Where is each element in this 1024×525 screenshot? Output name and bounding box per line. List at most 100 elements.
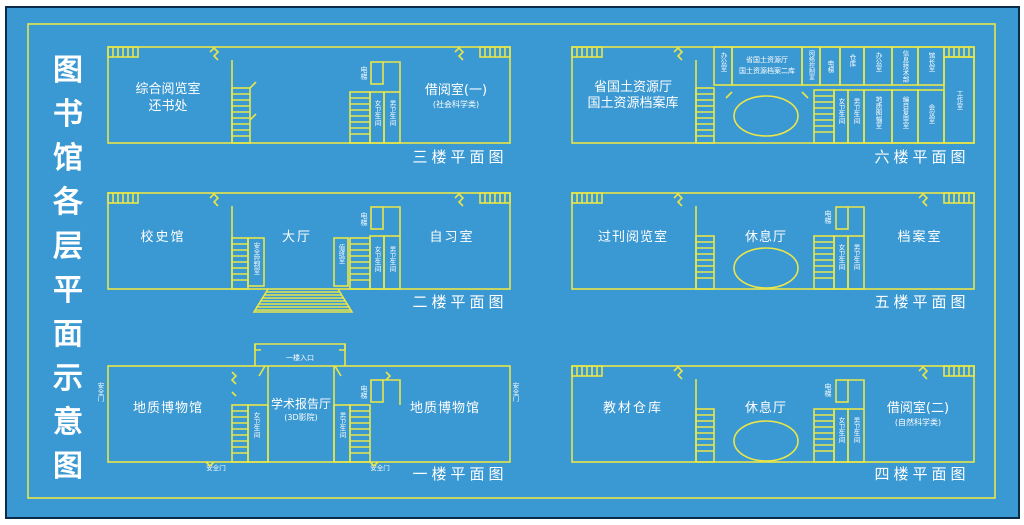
elevator-label: 电梯 — [360, 384, 368, 400]
wc-female-label: 女卫生间 — [837, 243, 845, 271]
staircase — [231, 87, 251, 144]
exit-bottom-left-label: 安全门 — [206, 463, 226, 472]
floor-outline — [571, 192, 975, 290]
elevator-label: 电梯 — [360, 65, 368, 81]
floor-caption: 四楼平面图 — [874, 465, 969, 483]
wc-male-label: 男卫生间 — [852, 98, 860, 126]
floor-outline — [571, 365, 975, 463]
room-network: 网络控制室 — [808, 50, 815, 80]
room-meeting: 会议室 — [927, 103, 935, 124]
staircase — [695, 87, 715, 144]
wc-female-label: 女卫生间 — [837, 416, 845, 445]
room-report: 学术报告厅 — [271, 396, 331, 411]
security-room — [247, 237, 265, 287]
title-char: 图 — [53, 449, 83, 484]
title-char: 平 — [53, 273, 83, 308]
floor-3-plan: 电梯 女卫生间 男卫生间 综合阅览室 还书处 借阅室(一) (社会科学类) 三楼… — [107, 46, 511, 166]
wc-male — [383, 235, 401, 290]
inner-frame — [27, 23, 996, 499]
floor-outline — [107, 365, 511, 463]
wc-male-label: 男卫生间 — [338, 412, 346, 440]
vertical-title: 图 书 馆 各 层 平 面 示 意 图 — [52, 53, 84, 484]
entrance-label: 一楼入口 — [286, 353, 314, 362]
title-char: 图 — [53, 53, 83, 88]
title-char: 馆 — [53, 141, 83, 176]
room-return: 还书处 — [148, 99, 187, 114]
room-lending-sub: (社会科学类) — [433, 99, 479, 109]
room-archive2-b: 国土资源档案二库 — [739, 66, 795, 75]
wc-male-label: 男卫生间 — [388, 100, 396, 128]
room-report-sub: (3D影院) — [284, 412, 318, 422]
floor-5-plan: 电梯 女卫生间 男卫生间 过刊阅览室 休息厅 档案室 五楼平面图 — [571, 192, 975, 311]
exit-right-label: 安全门 — [511, 381, 519, 403]
room-archive-a: 省国土资源厅 — [594, 80, 672, 95]
atrium-oval — [733, 247, 799, 289]
elevator-label: 电梯 — [826, 59, 834, 75]
wc-male-label: 男卫生间 — [852, 417, 860, 445]
room-lounge: 休息厅 — [745, 400, 787, 416]
floor-outline — [107, 192, 511, 290]
elevator-label: 电梯 — [824, 382, 832, 398]
floor-2-plan: 安全控制室 值班室 电梯 女卫生间 男卫生间 校史馆 大厅 自习室 二楼平面图 — [107, 192, 511, 313]
floor-caption: 五楼平面图 — [874, 293, 969, 311]
floor-1-plan: 一楼入口 电梯 女卫生间 男卫生间 安全门 安全门 安全门 安全门 地质博物馆 … — [96, 343, 519, 483]
elevator-shaft — [835, 379, 849, 403]
duty-room — [333, 237, 349, 287]
room-duty: 值班室 — [337, 243, 345, 264]
staircase — [349, 404, 371, 463]
wc-male — [383, 91, 401, 144]
room-geo-map: 地质图幅室 — [874, 95, 882, 129]
wc-male — [847, 235, 865, 290]
elevator-shaft — [370, 379, 384, 403]
floor-caption: 三楼平面图 — [412, 148, 507, 166]
staircase — [695, 408, 715, 463]
room-museum-right: 地质博物馆 — [410, 401, 480, 416]
title-char: 示 — [53, 361, 83, 396]
title-char: 各 — [52, 185, 84, 220]
room-info: 信息技术部 — [901, 49, 909, 84]
room-textbook: 教材仓库 — [603, 400, 663, 416]
room-hall: 大厅 — [282, 230, 312, 245]
elevator-shaft — [370, 61, 384, 85]
wc-male-label: 男卫生间 — [388, 246, 396, 273]
room-archive: 档案室 — [897, 229, 942, 245]
elevator-label: 电梯 — [824, 209, 832, 225]
room-work: 工作室 — [955, 90, 963, 110]
room-edit: 编目复审室 — [901, 95, 909, 129]
room-office2: 办公室 — [874, 51, 882, 72]
staircase — [695, 235, 715, 290]
wc-female — [247, 404, 269, 463]
atrium-oval — [733, 95, 799, 137]
room-lounge: 休息厅 — [745, 229, 787, 245]
meeting-room — [917, 89, 945, 144]
room-storage: 仓库 — [848, 53, 856, 69]
floor-caption: 一楼平面图 — [412, 465, 507, 483]
title-char: 层 — [53, 229, 83, 264]
floor-outline — [107, 46, 511, 144]
room-periodical: 过刊阅览室 — [598, 229, 668, 245]
room-archive-b: 国土资源档案库 — [587, 95, 678, 111]
room-history: 校史馆 — [140, 229, 185, 245]
wc-male-label: 男卫生间 — [852, 244, 860, 271]
exit-bottom-right-label: 安全门 — [370, 463, 390, 472]
floor-6-plan: 办公室 省国土资源厅 国土资源档案二库 网络控制室 电梯 仓库 办公室 信息技术… — [571, 46, 975, 166]
floor-caption: 六楼平面图 — [874, 148, 969, 166]
room-reading: 综合阅览室 — [135, 81, 200, 97]
wc-female-label: 女卫生间 — [373, 99, 381, 128]
exit-left-label: 安全门 — [96, 381, 104, 403]
wc-female-label: 女卫生间 — [837, 97, 845, 126]
elevator-label: 电梯 — [360, 211, 368, 227]
title-char: 意 — [53, 405, 83, 440]
elevator-shaft — [370, 206, 384, 230]
room-security: 安全控制室 — [252, 241, 260, 275]
floor-caption: 二楼平面图 — [412, 293, 507, 311]
wc-male — [847, 408, 865, 463]
elevator-shaft — [835, 206, 849, 230]
room-director: 馆长室 — [927, 51, 935, 72]
wc-female-label: 女卫生间 — [252, 411, 260, 440]
board-background — [5, 6, 1020, 519]
room-lending: 借阅室(一) — [425, 82, 487, 98]
room-archive2-a: 省国土资源厅 — [746, 55, 788, 64]
room-office1: 办公室 — [719, 51, 727, 72]
